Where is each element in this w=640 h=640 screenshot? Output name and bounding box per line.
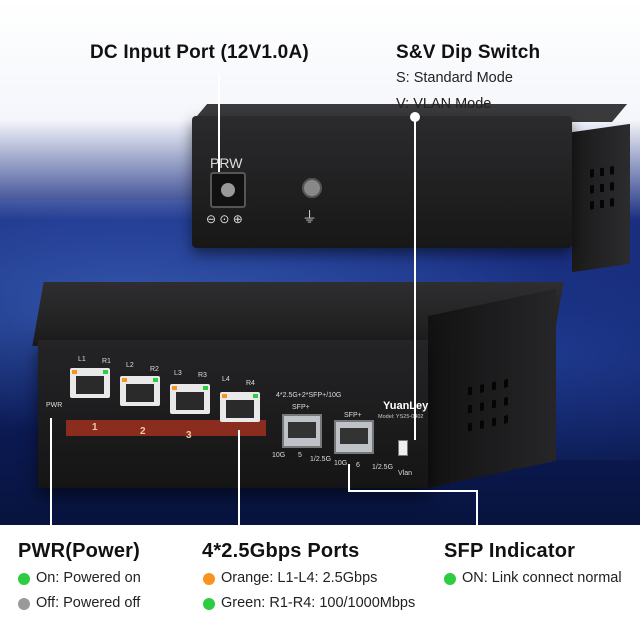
ports-green-text: Green: R1-R4: 100/1000Mbps [221, 595, 416, 611]
led-l1 [72, 370, 77, 374]
led-r3 [203, 386, 208, 390]
dc-input-jack [210, 172, 246, 208]
sfp5-speed-10g: 10G [272, 452, 286, 459]
pwr-off-dot [18, 598, 30, 610]
port-label-r3: R3 [198, 372, 207, 379]
sv-switch-title: S&V Dip Switch [396, 42, 541, 63]
ports-leader [238, 430, 240, 540]
sfp5-number: 5 [298, 452, 302, 459]
front-switch-side [428, 288, 556, 488]
led-r2 [153, 378, 158, 382]
group-number-1: 1 [92, 422, 98, 433]
sfp-title: SFP Indicator [444, 540, 576, 562]
port-label-l1: L1 [78, 356, 86, 363]
sfp6-number: 6 [356, 462, 360, 469]
polarity-icon: ⊖ ⊙ ⊕ [206, 212, 243, 226]
port-group-bar [66, 420, 266, 436]
led-r4 [253, 394, 258, 398]
ground-icon: ⏚ [302, 209, 318, 226]
dc-input-leader [218, 74, 220, 172]
led-r1 [103, 370, 108, 374]
pwr-port-label: PWR [46, 402, 63, 409]
ports-green-dot [203, 598, 215, 610]
pwr-on-text: On: Powered on [36, 570, 141, 586]
sv-switch-leader-dot [410, 112, 420, 122]
sfp-label-5: SFP+ [292, 404, 310, 411]
sfp6-speed-1g: 1/2.5G [372, 464, 394, 471]
pwr-on-dot [18, 573, 30, 585]
ground-screw [302, 178, 322, 198]
sv-switch-line2: V: VLAN Mode [396, 96, 492, 112]
ports-orange-text: Orange: L1-L4: 2.5Gbps [221, 570, 378, 586]
model-label: Model: YS25-0402 [378, 414, 424, 420]
sfp-leader-v2 [476, 490, 478, 540]
port-label-r4: R4 [246, 380, 255, 387]
pwr-off-text: Off: Powered off [36, 595, 141, 611]
prw-label: PRW [210, 155, 243, 171]
sfp5-speed-1g: 1/2.5G [310, 456, 332, 463]
ethernet-port-3 [170, 384, 210, 414]
group-number-2: 2 [140, 426, 146, 437]
port-label-r1: R1 [102, 358, 111, 365]
led-l2 [122, 378, 127, 382]
legend-panel [0, 525, 640, 640]
brand-logo: YuanLey [383, 400, 429, 412]
rear-switch-body [192, 116, 572, 248]
sfp-port-6 [334, 420, 374, 454]
group-number-3: 3 [186, 430, 192, 441]
dip-switch [398, 440, 408, 456]
vlan-label: Vlan [398, 470, 413, 477]
led-l3 [172, 386, 177, 390]
sfp-port-5 [282, 414, 322, 448]
sfp6-speed-10g: 10G [334, 460, 348, 467]
sfp-leader-h [348, 490, 478, 492]
sfp-label-6: SFP+ [344, 412, 362, 419]
dc-input-title: DC Input Port (12V1.0A) [90, 42, 309, 63]
sfp-leader-v1 [348, 464, 350, 490]
port-label-l4: L4 [222, 376, 230, 383]
port-label-l3: L3 [174, 370, 182, 377]
ports-orange-dot [203, 573, 215, 585]
ports-title: 4*2.5Gbps Ports [202, 540, 360, 562]
port-label-r2: R2 [150, 366, 159, 373]
pwr-title: PWR(Power) [18, 540, 140, 562]
rear-switch-side [572, 123, 630, 273]
port-label-l2: L2 [126, 362, 134, 369]
sfp-on-dot [444, 573, 456, 585]
port-spec-label: 4*2.5G+2*SFP+/10G [276, 392, 342, 399]
pwr-leader [50, 418, 52, 540]
sv-switch-leader [414, 118, 416, 440]
led-l4 [222, 394, 227, 398]
sv-switch-line1: S: Standard Mode [396, 70, 513, 86]
sfp-on-text: ON: Link connect normal [462, 570, 622, 586]
